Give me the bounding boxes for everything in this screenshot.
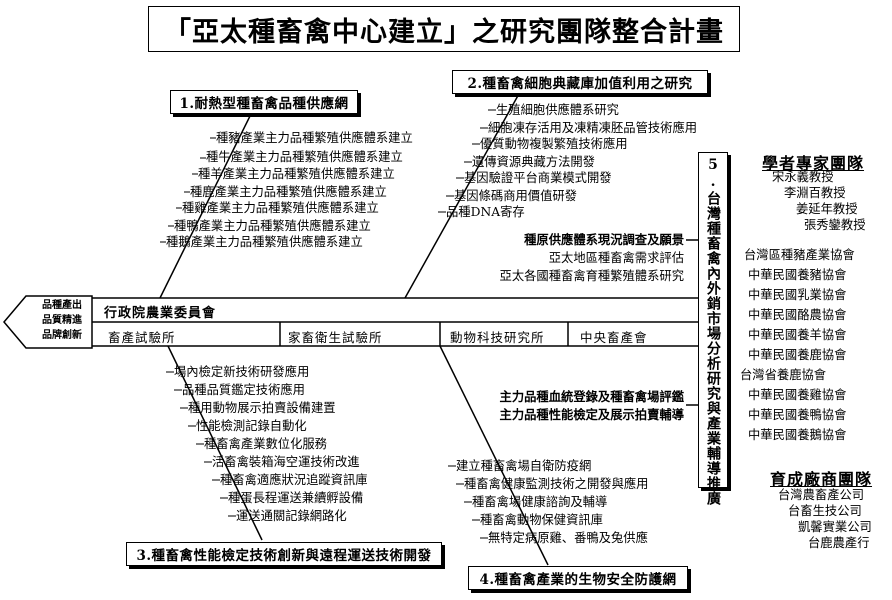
fish-head-shape: [3, 295, 93, 349]
branch4-item: 種畜禽健康監測技術之開發與應用: [464, 477, 649, 491]
spine-label: 行政院農業委員會: [104, 306, 217, 321]
branch1-item: 種羊產業主力品種繁殖供應體系建立: [198, 167, 395, 181]
association-item: 中華民國養鹿協會: [748, 348, 847, 362]
manufacturers-team-title: 育成廠商團隊: [770, 470, 873, 489]
association-item: 中華民國養鵝協會: [748, 428, 847, 442]
branch1-item: 種鹿產業主力品種繁殖供應體系建立: [190, 185, 387, 199]
head-line: 品種產出: [42, 300, 82, 311]
scholar-member: 姜延年教授: [796, 202, 858, 216]
association-item: 中華民國養豬協會: [748, 268, 847, 282]
branch1-line: [159, 111, 253, 299]
branch1-item: 種雞產業主力品種繁殖供應體系建立: [182, 201, 379, 215]
unit-animal-health-research: 家畜衛生試驗所: [288, 330, 383, 345]
scholar-member: 宋永義教授: [772, 170, 834, 184]
branch1-item: 種鵝產業主力品種繁殖供應體系建立: [166, 235, 363, 249]
fish-head-text: 品種產出 品質精進 品牌創新: [36, 298, 88, 343]
branch2-item: 基因驗證平台商業模式開發: [464, 171, 612, 185]
association-item: 台灣區種豬產業協會: [744, 248, 855, 262]
branch3-item: 品種品質鑑定技術應用: [182, 383, 305, 397]
manufacturer-member: 凱馨實業公司: [798, 520, 872, 534]
branch4-item: 建立種畜禽場自衛防疫網: [456, 459, 592, 473]
branch2-item: 生殖細胞供應體系研究: [496, 103, 619, 117]
scholar-member: 李淵百教授: [784, 186, 846, 200]
branch3-title: 3.種畜禽性能檢定技術創新與遠程運送技術開發: [126, 542, 442, 566]
branch5-upper-item: 亞太地區種畜禽需求評估: [548, 251, 684, 265]
manufacturer-member: 台灣農畜產公司: [778, 488, 865, 502]
branch2-item: 品種DNA寄存: [446, 205, 525, 219]
branch2-item: 優質動物複製繁殖技術應用: [480, 137, 628, 151]
diagram-title: 「亞太種畜禽中心建立」之研究團隊整合計畫: [148, 6, 740, 52]
branch3-line: [167, 345, 263, 541]
branch5-title-box: 5.台灣種畜禽內外銷市場分析研究與產業輔導推廣: [698, 152, 728, 506]
branch4-title: 4.種畜禽產業的生物安全防護網: [468, 566, 688, 590]
association-item: 中華民國養羊協會: [748, 328, 847, 342]
branch1-item: 種鴨產業主力品種繁殖供應體系建立: [174, 219, 371, 233]
branch3-item: 運送通關記錄網路化: [236, 509, 347, 523]
branch3-item: 種畜禽產業數位化服務: [204, 437, 327, 451]
branch3-item: 種用動物展示拍賣設備建置: [188, 401, 336, 415]
unit-animal-technology-institute: 動物科技研究所: [450, 330, 545, 345]
branch5-lower-item: 主力品種性能檢定及展示拍賣輔導: [499, 407, 684, 422]
branch4-item: 種畜禽動物保健資訊庫: [480, 513, 603, 527]
manufacturer-member: 台鹿農產行: [808, 536, 870, 550]
branch3-item: 場內檢定新技術研發應用: [174, 365, 310, 379]
unit-central-livestock-council: 中央畜產會: [580, 330, 648, 345]
branch3-item: 種蛋長程運送兼續孵設備: [228, 491, 364, 505]
branch3-item: 種畜禽適應狀況追蹤資訊庫: [220, 473, 368, 487]
association-item: 中華民國養雞協會: [748, 388, 847, 402]
branch2-item: 基因條碼商用價值研發: [454, 189, 577, 203]
association-item: 中華民國酪農協會: [748, 308, 847, 322]
association-item: 中華民國乳業協會: [748, 288, 847, 302]
head-line: 品質精進: [42, 315, 82, 326]
head-line: 品牌創新: [42, 330, 82, 341]
manufacturer-member: 台畜生技公司: [788, 504, 862, 518]
branch5-lower-item: 主力品種血統登錄及種畜禽場評鑑: [499, 389, 684, 404]
branch1-item: 種牛產業主力品種繁殖供應體系建立: [206, 150, 403, 164]
branch4-line: [439, 345, 549, 566]
branch1-item: 種豬產業主力品種繁殖供應體系建立: [216, 131, 413, 145]
branch3-item: 性能檢測記錄自動化: [196, 419, 307, 433]
unit-livestock-research: 畜產試驗所: [108, 330, 176, 345]
branch2-line: [404, 91, 521, 299]
branch4-item: 種畜禽場健康諮詢及輔導: [472, 495, 608, 509]
branch2-item: 細胞凍存活用及凍精凍胚品管技術應用: [488, 121, 698, 135]
branch-ticks: [160, 109, 496, 539]
association-item: 中華民國養鴨協會: [748, 408, 847, 422]
branch4-item: 無特定病原雞、番鴨及兔供應: [488, 531, 648, 545]
scholar-member: 張秀鑾教授: [804, 218, 866, 232]
branch5-upper-item: 亞太各國種畜禽育種繁殖體系研究: [499, 269, 684, 283]
branch2-item: 遺傳資源典藏方法開發: [472, 155, 595, 169]
scholars-team-title: 學者專家團隊: [762, 154, 865, 173]
branch5-title: 5.台灣種畜禽內外銷市場分析研究與產業輔導推廣: [705, 157, 721, 506]
branch5-upper-item: 種原供應體系現況調查及願景: [524, 232, 684, 247]
branch3-item: 活畜禽裝箱海空運技術改進: [212, 455, 360, 469]
branch1-title: 1.耐熱型種畜禽品種供應網: [170, 90, 358, 114]
association-item: 台灣省養鹿協會: [740, 368, 827, 382]
branch2-title: 2.種畜禽細胞典藏庫加值利用之研究: [452, 70, 708, 94]
